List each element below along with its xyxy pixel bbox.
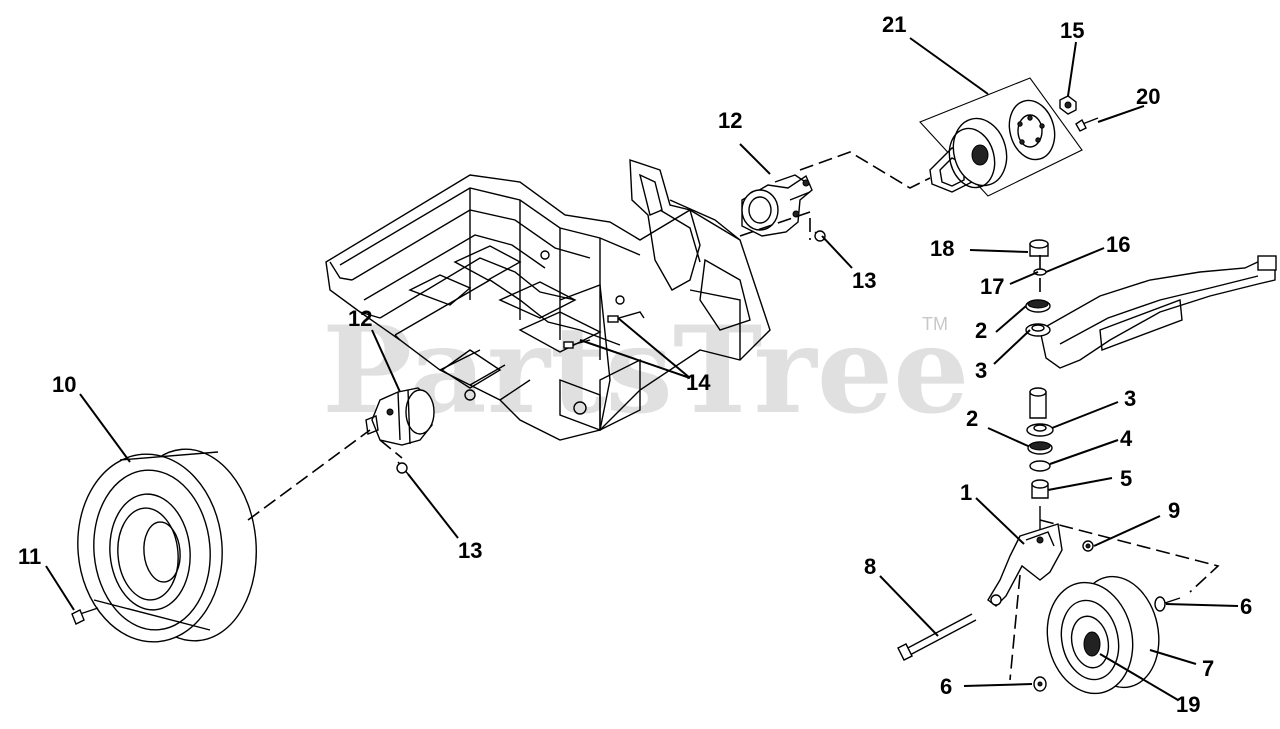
caster-race-bottom — [1026, 423, 1054, 437]
caster-axle-bolt — [897, 613, 977, 661]
watermark-trademark: TM — [922, 314, 948, 334]
caster-wheel — [1046, 575, 1160, 695]
caster-seal — [1029, 460, 1051, 472]
caster-fork — [987, 506, 1063, 607]
callout-15: 15 — [1060, 18, 1084, 43]
callout-3-upper: 3 — [975, 358, 987, 383]
wheel-motor-right — [741, 174, 813, 237]
callout-19: 19 — [1176, 692, 1200, 717]
lug-nut — [1059, 95, 1077, 115]
bolt-13-lower — [396, 461, 409, 475]
lug-bolt — [1075, 117, 1099, 132]
callout-2-lower: 2 — [966, 406, 978, 431]
hub-assembly — [919, 77, 1083, 197]
callout-21: 21 — [882, 12, 906, 37]
caster-spacer — [1031, 479, 1049, 499]
chassis-frame — [325, 159, 771, 441]
caster-arm — [1039, 255, 1277, 369]
callout-20: 20 — [1136, 84, 1160, 109]
leader-lines — [45, 37, 1239, 701]
callout-11: 11 — [18, 544, 41, 569]
callout-4: 4 — [1120, 426, 1133, 451]
caster-bearing-top — [1025, 299, 1051, 313]
callout-10: 10 — [52, 372, 76, 397]
caster-cap — [1029, 239, 1049, 257]
callout-14: 14 — [686, 370, 711, 395]
callout-12-upper: 12 — [718, 108, 742, 133]
caster-race-top — [1025, 323, 1051, 337]
callout-12-lower: 12 — [348, 306, 372, 331]
caster-spacer-bolt-lower — [1033, 676, 1047, 692]
callout-16: 16 — [1106, 232, 1130, 257]
wheel-motor-left — [365, 387, 435, 446]
callout-13-upper: 13 — [852, 268, 876, 293]
bolt-13-upper — [814, 230, 826, 242]
caster-spacer-bolt-upper — [1154, 596, 1181, 612]
callout-1: 1 — [960, 480, 972, 505]
caster-sleeve — [1029, 387, 1047, 419]
callout-6-lower: 6 — [940, 674, 952, 699]
callout-3-lower: 3 — [1124, 386, 1136, 411]
caster-nut — [1082, 540, 1094, 552]
callout-13-lower: 13 — [458, 538, 482, 563]
callout-6-right: 6 — [1240, 594, 1252, 619]
callout-5: 5 — [1120, 466, 1132, 491]
assembly-lines — [247, 151, 1220, 681]
callout-17: 17 — [980, 274, 1004, 299]
callout-18: 18 — [930, 236, 954, 261]
caster-bearing-bottom — [1027, 441, 1053, 455]
callout-8: 8 — [864, 554, 876, 579]
callout-2-upper: 2 — [975, 318, 987, 343]
callout-7: 7 — [1202, 656, 1214, 681]
bolt-14-b — [563, 339, 591, 349]
rear-wheel — [77, 448, 257, 643]
rear-lug-bolt — [71, 607, 99, 625]
callout-9: 9 — [1168, 498, 1180, 523]
